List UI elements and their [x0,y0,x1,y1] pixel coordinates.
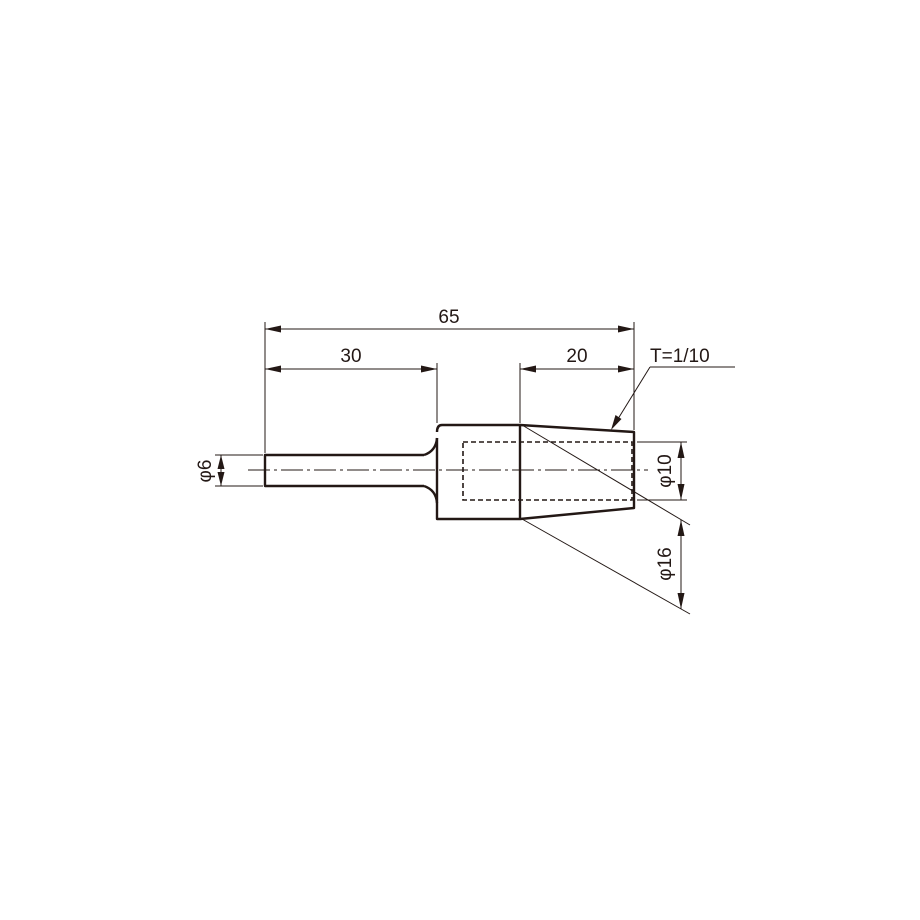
taper-outline [519,423,636,521]
label-shank-diameter: φ6 [195,460,216,483]
shank-outline [263,453,424,488]
label-taper-ratio: T=1/10 [650,346,710,367]
body-outline [435,423,522,521]
dimension-shank-length [265,365,437,373]
label-bore-diameter: φ10 [655,454,676,487]
label-taper-length: 20 [566,346,587,367]
dimension-bore-diameter [677,442,685,500]
hidden-bore [462,441,633,501]
dimension-body-diameter [677,520,685,609]
taper-leader [611,366,735,430]
label-body-diameter: φ16 [655,547,676,580]
label-overall-length: 65 [438,307,459,328]
extension-lines [215,322,691,615]
dimension-taper-length [520,365,634,373]
shoulder-fillet-top [423,437,439,457]
dimension-overall-length [265,325,634,333]
dimension-shank-diameter [217,455,225,486]
part-outline [263,423,636,521]
shoulder-fillet-bottom [423,484,439,504]
label-shank-length: 30 [340,346,361,367]
